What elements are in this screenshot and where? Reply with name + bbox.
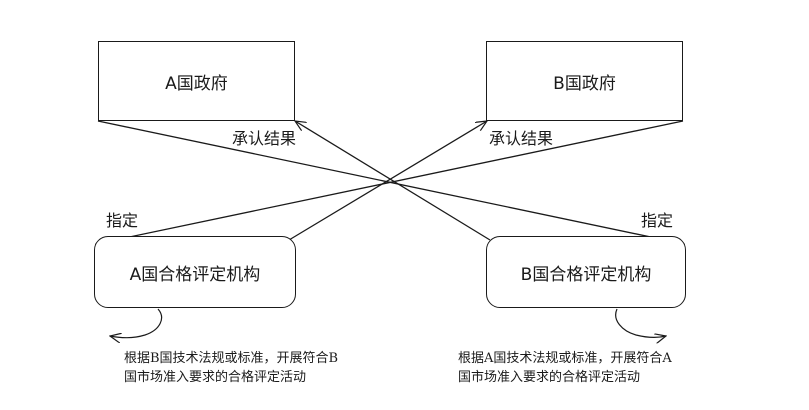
a-country-cab-box: A国合格评定机构 bbox=[94, 236, 296, 308]
note-pointer-right bbox=[615, 308, 666, 337]
b-country-cab-label: B国合格评定机构 bbox=[520, 264, 652, 285]
recognize-results-label-right: 承认结果 bbox=[489, 129, 554, 148]
note-right-line-1: 根据A国技术法规或标准，开展符合A bbox=[458, 351, 672, 366]
note-pointer-left bbox=[110, 308, 163, 338]
designate-label-left: 指定 bbox=[106, 211, 139, 230]
a-country-government-label: A国政府 bbox=[165, 73, 228, 94]
b-country-government-label: B国政府 bbox=[553, 73, 616, 94]
note-left-line-1: 根据B国技术法规或标准，开展符合B bbox=[124, 351, 339, 366]
note-right: 根据A国技术法规或标准，开展符合A 国市场准入要求的合格评定活动 bbox=[458, 349, 672, 387]
note-right-line-2: 国市场准入要求的合格评定活动 bbox=[458, 370, 641, 385]
designate-label-right: 指定 bbox=[641, 211, 674, 230]
note-left-line-2: 国市场准入要求的合格评定活动 bbox=[124, 370, 307, 385]
b-country-government-box: B国政府 bbox=[486, 41, 683, 121]
b-country-cab-box: B国合格评定机构 bbox=[486, 236, 686, 308]
arrow-a-cab-to-b-gov bbox=[288, 121, 487, 241]
a-country-cab-label: A国合格评定机构 bbox=[129, 264, 261, 285]
recognize-results-label-left: 承认结果 bbox=[232, 129, 297, 148]
note-left: 根据B国技术法规或标准，开展符合B 国市场准入要求的合格评定活动 bbox=[124, 349, 338, 387]
arrow-b-gov-to-a-cab bbox=[96, 120, 684, 244]
arrow-b-cab-to-a-gov bbox=[295, 121, 491, 241]
a-country-government-box: A国政府 bbox=[98, 41, 295, 121]
